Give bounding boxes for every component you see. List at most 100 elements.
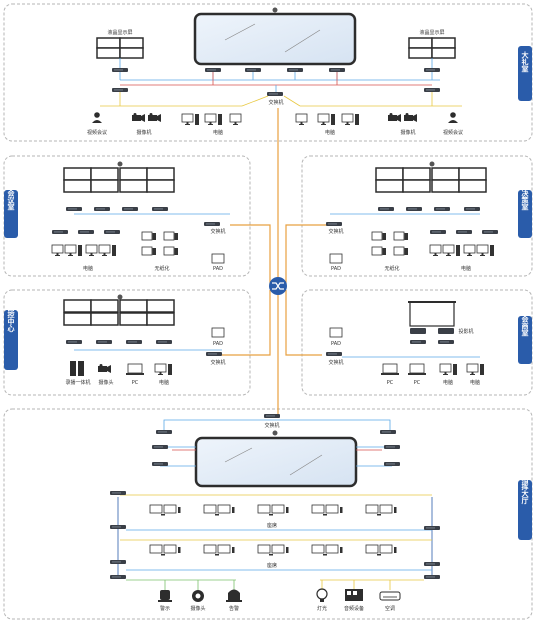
command-device-bus-left	[126, 579, 236, 590]
computer-left-label: 电脑	[213, 129, 223, 136]
map-webcam-label: 摄像头	[98, 379, 113, 386]
trunk-lines	[222, 108, 328, 415]
grand-hall: 液晶显示屏 液晶显示屏	[87, 7, 463, 136]
ac-label: 空调	[385, 605, 395, 612]
negotiation-pc-2-label: PC	[414, 380, 421, 386]
light-label: 灯光	[317, 605, 327, 612]
map-all-in-one-label: 录播一体机	[65, 379, 90, 386]
decision-room-frame	[301, 155, 533, 277]
grand-hall-device-bus	[100, 92, 462, 107]
command-main-display	[194, 436, 358, 488]
meeting-switch-label: 交换机	[210, 228, 225, 235]
negotiation-switch-label: 交换机	[328, 359, 343, 366]
map-decoders	[66, 340, 172, 344]
map-center: PAD 交换机 录播一体机 摄像头 PC 电脑	[63, 294, 226, 386]
lcd-wall-right	[408, 37, 456, 59]
meeting-video-wall	[63, 167, 175, 193]
map-webcam-icon	[98, 364, 111, 373]
lcd-label-left: 液晶显示屏	[107, 29, 132, 36]
tab-map-center: 图控中心	[4, 303, 18, 370]
core-hub-icon	[269, 277, 287, 295]
map-pad-icon	[211, 327, 225, 338]
seat-row-1	[149, 504, 397, 516]
alarm-light-label: 警示	[160, 605, 170, 612]
svg-text:决策室: 决策室	[521, 189, 530, 212]
decision-video-wall	[375, 167, 487, 193]
meeting-room: 交换机 电脑 无纸化 PAD	[51, 161, 230, 272]
computer-right-3-icon	[342, 114, 359, 125]
command-switch	[264, 414, 280, 418]
video-conf-left-icon	[92, 112, 102, 123]
decision-ops-row	[430, 230, 498, 234]
meeting-computer-label: 电脑	[83, 265, 93, 272]
command-switch-label: 交换机	[264, 422, 279, 429]
negotiation-pc-1-icon	[381, 363, 399, 375]
svg-text:图控中心: 图控中心	[7, 303, 15, 333]
ac-icon	[379, 591, 401, 601]
decision-computers	[429, 244, 494, 257]
negotiation-computer-1-icon	[440, 364, 457, 375]
seat-row-2	[149, 544, 397, 556]
camera-right-label: 摄像机	[400, 129, 415, 136]
video-conf-right-icon	[448, 112, 458, 123]
computer-right-1-icon	[295, 113, 308, 126]
negotiation-pad-icon	[329, 327, 343, 338]
decision-pad-icon	[329, 253, 343, 264]
decision-decoders	[378, 207, 480, 211]
decision-wireless-label: 无纸化	[384, 265, 399, 272]
decision-room: 交换机 电脑 无纸化 PAD	[326, 161, 498, 272]
command-seat-bus-2	[126, 529, 432, 571]
light-icon	[316, 588, 328, 602]
meeting-switch	[204, 222, 220, 226]
camera-left-1-icon	[132, 113, 145, 122]
projector-screen	[408, 301, 456, 327]
meeting-ops-row	[52, 230, 120, 234]
map-pc-icon	[126, 363, 144, 375]
tab-negotiation-room: 会商室	[518, 315, 532, 364]
map-video-wall	[63, 299, 175, 326]
map-computer-label: 电脑	[159, 379, 169, 386]
meeting-pad-icon	[211, 253, 225, 264]
command-hall: 交换机	[110, 414, 440, 612]
alarm-icon	[226, 589, 242, 602]
negotiation-computer-2-icon	[467, 364, 484, 375]
audio-label: 音频设备	[344, 605, 364, 612]
camera-right-1-icon	[388, 113, 401, 122]
negotiation-room: 投影机 PAD 交换机 PC PC 电脑 电脑	[326, 301, 484, 386]
computer-right-label: 电脑	[325, 129, 335, 136]
audio-icon	[345, 589, 363, 601]
tab-meeting-room: 会议室	[4, 189, 18, 238]
map-switch	[206, 352, 222, 356]
svg-text:会议室: 会议室	[7, 189, 16, 212]
seat-row-1-label: 座席	[267, 522, 277, 529]
lcd-wall-left	[96, 37, 144, 59]
camera-left-label: 摄像机	[136, 129, 151, 136]
meeting-computers	[51, 244, 116, 257]
grand-hall-frame	[3, 3, 533, 142]
svg-text:会商室: 会商室	[521, 315, 530, 338]
decision-switch-label: 交换机	[328, 228, 343, 235]
tab-command-hall: 指挥大厅	[518, 475, 532, 540]
map-switch-label: 交换机	[210, 359, 225, 366]
negotiation-computer-1-label: 电脑	[443, 379, 453, 386]
command-seat-bus	[120, 494, 432, 541]
camera-right-2-icon	[404, 113, 417, 122]
meeting-decoders	[66, 207, 168, 211]
svg-text:指挥大厅: 指挥大厅	[521, 475, 529, 505]
decoder-row	[112, 68, 440, 72]
command-device-bus-right	[320, 579, 424, 590]
projector-icon	[410, 328, 454, 334]
decision-computer-label: 电脑	[461, 265, 471, 272]
meeting-wireless-label: 无纸化	[154, 265, 169, 272]
negotiation-switch	[326, 352, 342, 356]
camera-left-2-icon	[148, 113, 161, 122]
svg-text:大礼室: 大礼室	[521, 51, 529, 74]
decision-pad-label: PAD	[331, 266, 341, 272]
map-computer-icon	[155, 364, 172, 375]
decision-wireless	[371, 231, 409, 256]
grand-hall-switch	[267, 92, 283, 96]
meeting-room-frame	[3, 155, 251, 277]
grand-hall-switch-label: 交换机	[268, 99, 283, 106]
negotiation-computer-2-label: 电脑	[470, 379, 480, 386]
